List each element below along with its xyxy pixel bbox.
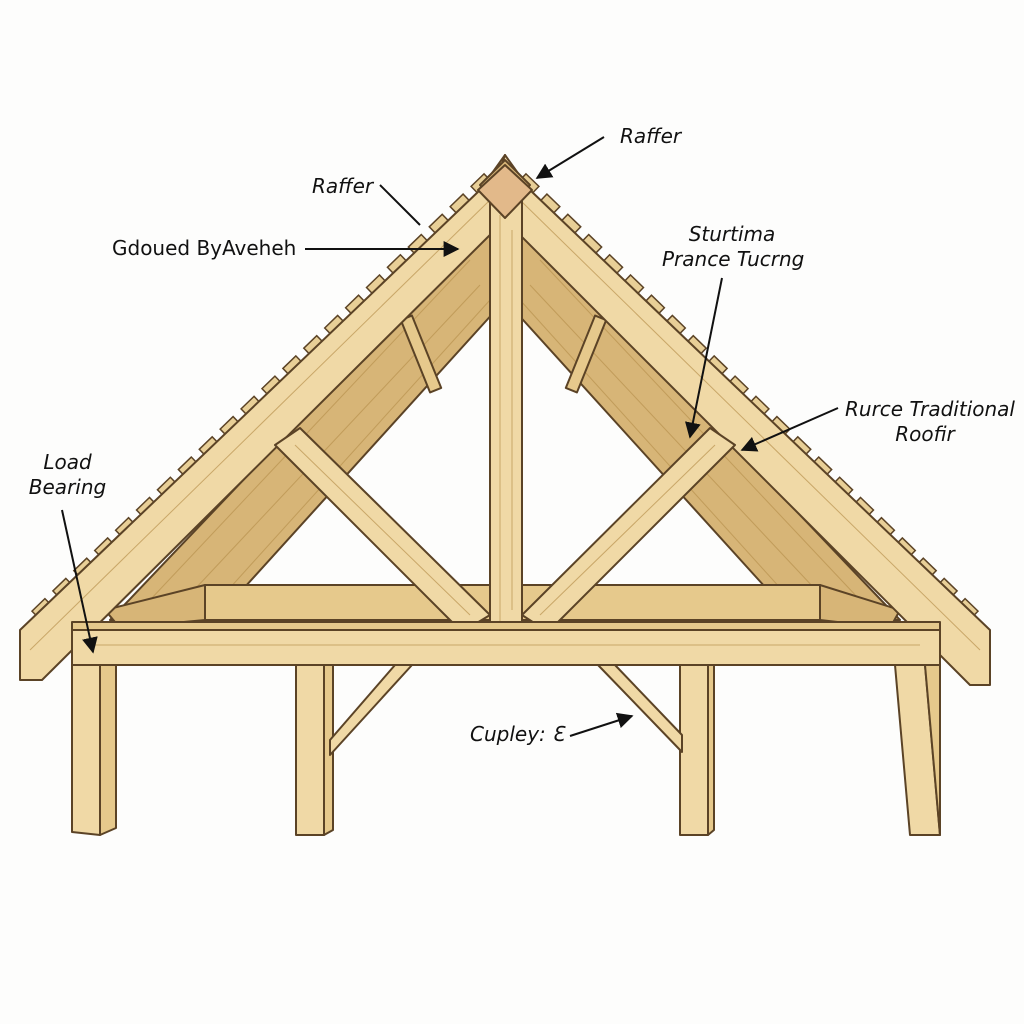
ridge-block-face xyxy=(477,164,533,219)
label-cupley: Cupley: Ɛ xyxy=(470,722,565,746)
label-sturtima-line1: Sturtima xyxy=(688,222,776,246)
label-rafter-left: Raffer xyxy=(312,174,374,198)
leader-sturtima xyxy=(684,277,723,439)
label-gdoued: Gdoued ByAveheh xyxy=(112,236,297,260)
king-post xyxy=(489,199,523,633)
post-2 xyxy=(295,664,325,836)
knee-braces xyxy=(329,664,683,756)
leader-lines xyxy=(61,136,839,737)
post-1 xyxy=(71,664,101,836)
label-sturtima: Sturtima Prance Tucrng xyxy=(662,222,805,272)
label-rurce-line1: Rurce Traditional xyxy=(845,397,1015,421)
leader-rafter-left xyxy=(379,184,421,226)
leader-rurce xyxy=(740,407,839,452)
post-3 xyxy=(679,664,709,836)
leader-rafter-top xyxy=(535,136,605,179)
leader-load-bearing xyxy=(61,509,98,654)
support-posts xyxy=(71,664,941,836)
label-sturtima-line2: Prance Tucrng xyxy=(662,247,805,271)
label-load-line1: Load xyxy=(43,450,92,474)
label-rafter-top: Raffer xyxy=(620,124,682,148)
leader-cupley xyxy=(569,712,634,737)
label-rurce: Rurce Traditional Roofir xyxy=(845,397,1015,447)
label-load-line2: Bearing xyxy=(28,475,107,499)
right-roof-brace xyxy=(564,314,608,394)
left-purlins xyxy=(149,259,491,611)
tie-beam xyxy=(71,621,941,666)
label-load-bearing: Load Bearing xyxy=(20,450,115,500)
label-rurce-line2: Roofir xyxy=(895,422,955,446)
left-knee-brace xyxy=(329,664,413,756)
struts xyxy=(274,427,736,633)
right-knee-brace xyxy=(597,664,683,753)
